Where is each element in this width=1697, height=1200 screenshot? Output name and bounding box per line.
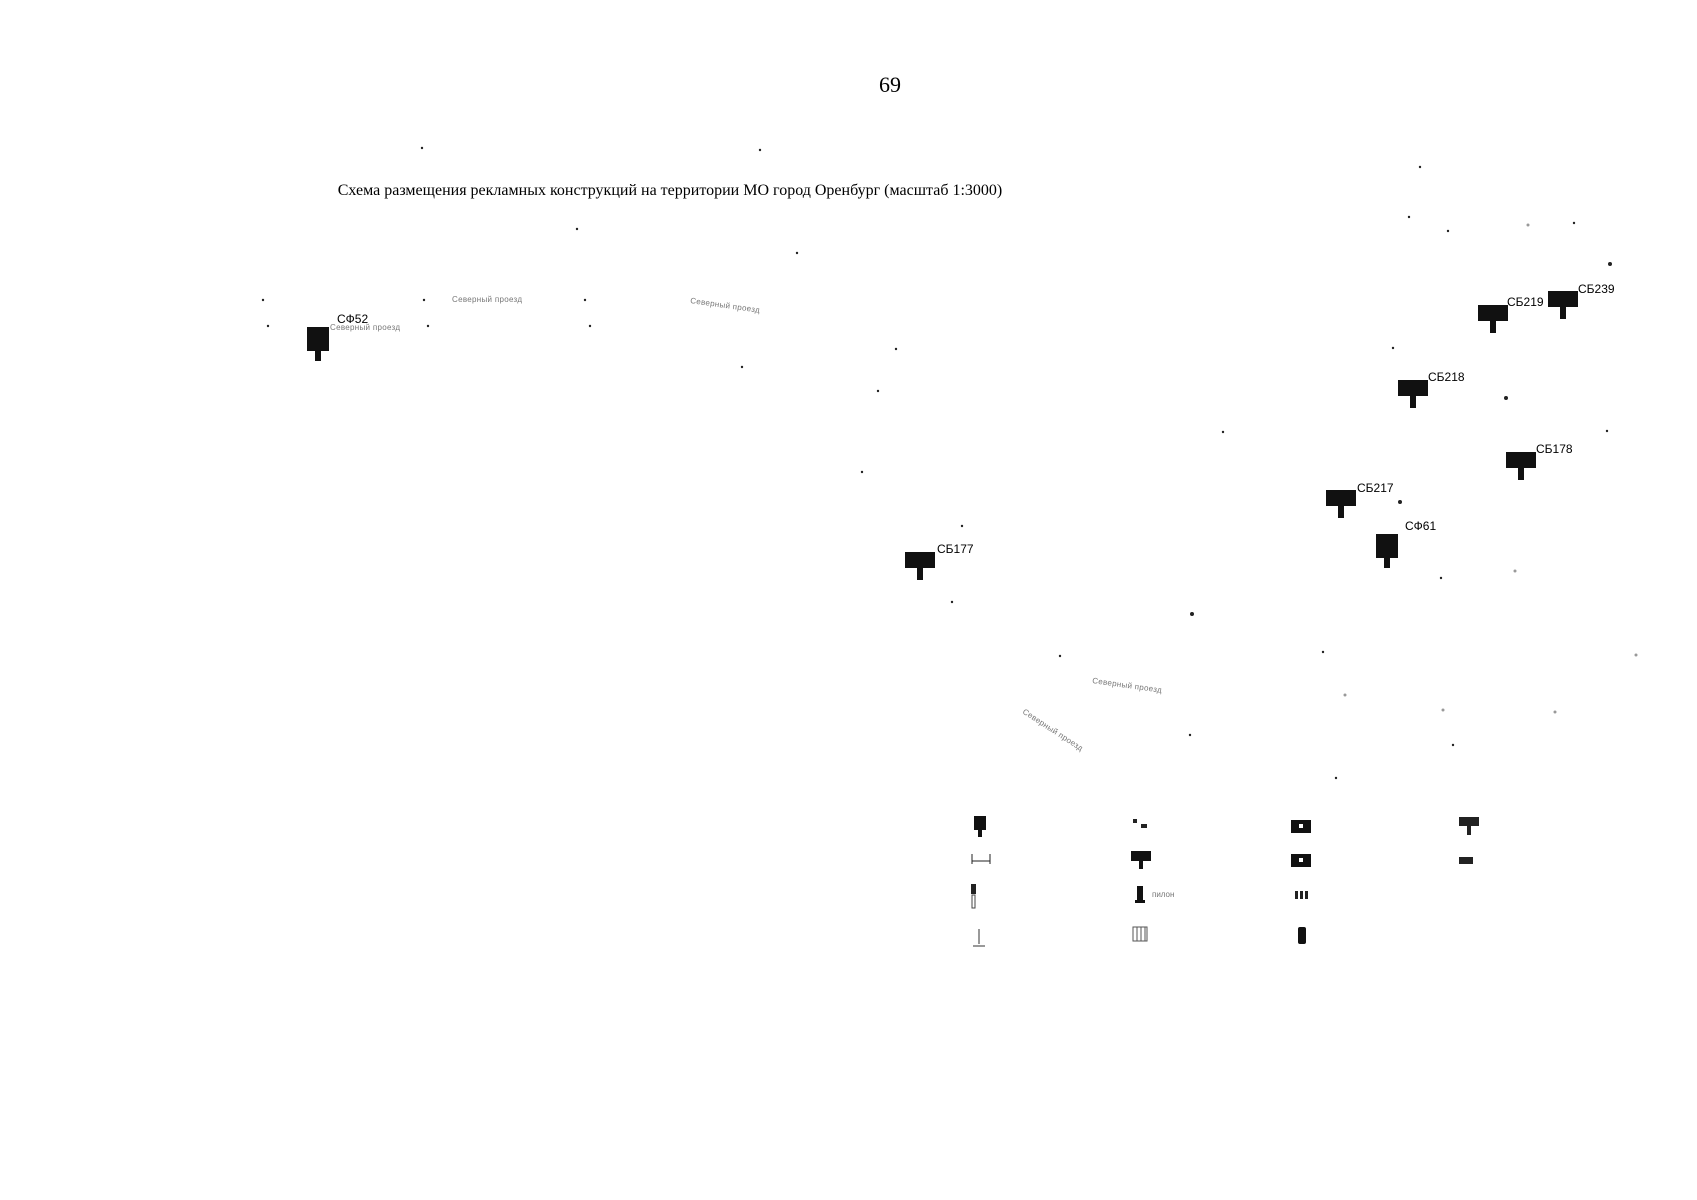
billboard-marker[interactable]: СБ218 bbox=[1398, 370, 1465, 408]
billboard-marker[interactable]: СБ177 bbox=[905, 542, 974, 580]
grid-construction-icon bbox=[1132, 926, 1148, 942]
map-markers: СФ52 СБ177 СБ217 СФ61 СБ218 СБ219 СБ239 bbox=[307, 282, 1615, 580]
poster-stand-icon bbox=[973, 929, 985, 947]
city-format-icon bbox=[974, 816, 986, 837]
billboard-marker[interactable]: СБ239 bbox=[1548, 282, 1615, 319]
background-dots bbox=[261, 146, 1638, 780]
pylon-icon bbox=[1135, 886, 1145, 903]
roof-installation-icon bbox=[1291, 820, 1311, 833]
marker-label: СБ217 bbox=[1357, 481, 1394, 495]
stretch-icon bbox=[1459, 857, 1473, 864]
billboard-icon bbox=[1131, 851, 1151, 869]
street-labels: Северный проезд Северный проезд Северный… bbox=[330, 295, 1163, 753]
marker-label: СБ218 bbox=[1428, 370, 1465, 384]
marker-label: СФ52 bbox=[337, 312, 368, 326]
city-format-marker[interactable]: СФ52 bbox=[307, 312, 368, 361]
billboard-marker[interactable]: СБ219 bbox=[1478, 295, 1544, 333]
non-standard-construction-icon bbox=[1291, 854, 1311, 867]
advertising-structure-icon bbox=[1295, 891, 1308, 899]
billboard-marker[interactable]: СБ217 bbox=[1326, 481, 1394, 518]
pylon-caption: пилон bbox=[1152, 890, 1175, 899]
billboard-marker[interactable]: СБ178 bbox=[1506, 442, 1573, 480]
marker-label: СБ239 bbox=[1578, 282, 1615, 296]
bracket-panel-icon bbox=[971, 884, 976, 909]
street-label: Северный проезд bbox=[1021, 707, 1085, 753]
marker-label: СФ61 bbox=[1405, 519, 1436, 533]
street-label: Северный проезд bbox=[452, 295, 522, 304]
individual-format-icon bbox=[1298, 927, 1306, 944]
street-label: Северный проезд bbox=[330, 323, 400, 332]
flag-icon bbox=[1133, 819, 1147, 828]
page-number: 69 bbox=[879, 72, 901, 97]
map-title: Схема размещения рекламных конструкций н… bbox=[337, 182, 1003, 199]
video-screen-icon bbox=[1459, 817, 1479, 835]
marker-label: СБ219 bbox=[1507, 295, 1544, 309]
marker-label: СБ177 bbox=[937, 542, 974, 556]
city-format-marker[interactable]: СФ61 bbox=[1376, 519, 1436, 568]
info-stand-icon bbox=[971, 854, 991, 864]
street-label: Северный проезд bbox=[1092, 676, 1163, 695]
street-label: Северный проезд bbox=[690, 296, 761, 315]
marker-label: СБ178 bbox=[1536, 442, 1573, 456]
